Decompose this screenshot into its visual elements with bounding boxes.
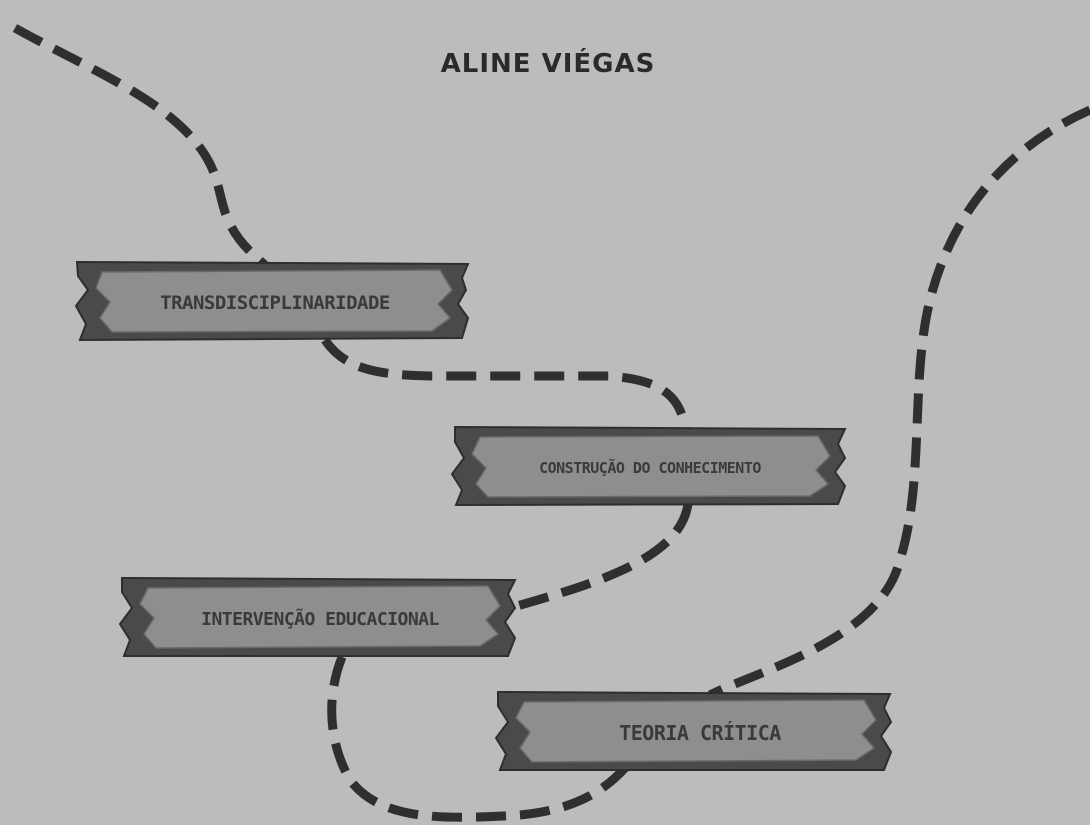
- board-construcao-do-conhecimento[interactable]: CONSTRUÇÃO DO CONHECIMENTO: [450, 425, 847, 507]
- board-transdisciplinaridade[interactable]: TRANSDISCIPLINARIDADE: [74, 260, 470, 342]
- board-label-teoria-critica: TEORIA CRÍTICA: [619, 721, 781, 745]
- trail-right-long: [707, 105, 1090, 700]
- board-label-construcao-do-conhecimento: CONSTRUÇÃO DO CONHECIMENTO: [539, 458, 761, 477]
- trail-intervencao-loop-to-teoria: [327, 655, 629, 822]
- trail-top-left: [12, 24, 268, 269]
- board-label-intervencao-educacional: INTERVENÇÃO EDUCACIONAL: [201, 607, 439, 630]
- trail-construcao-to-intervencao: [508, 503, 693, 613]
- page-title: ALINE VIÉGAS: [441, 47, 656, 79]
- trail-transdisciplinaridade-to-construcao: [321, 337, 690, 429]
- board-intervencao-educacional[interactable]: INTERVENÇÃO EDUCACIONAL: [118, 576, 517, 657]
- board-label-transdisciplinaridade: TRANSDISCIPLINARIDADE: [160, 292, 390, 314]
- board-teoria-critica[interactable]: TEORIA CRÍTICA: [494, 690, 893, 771]
